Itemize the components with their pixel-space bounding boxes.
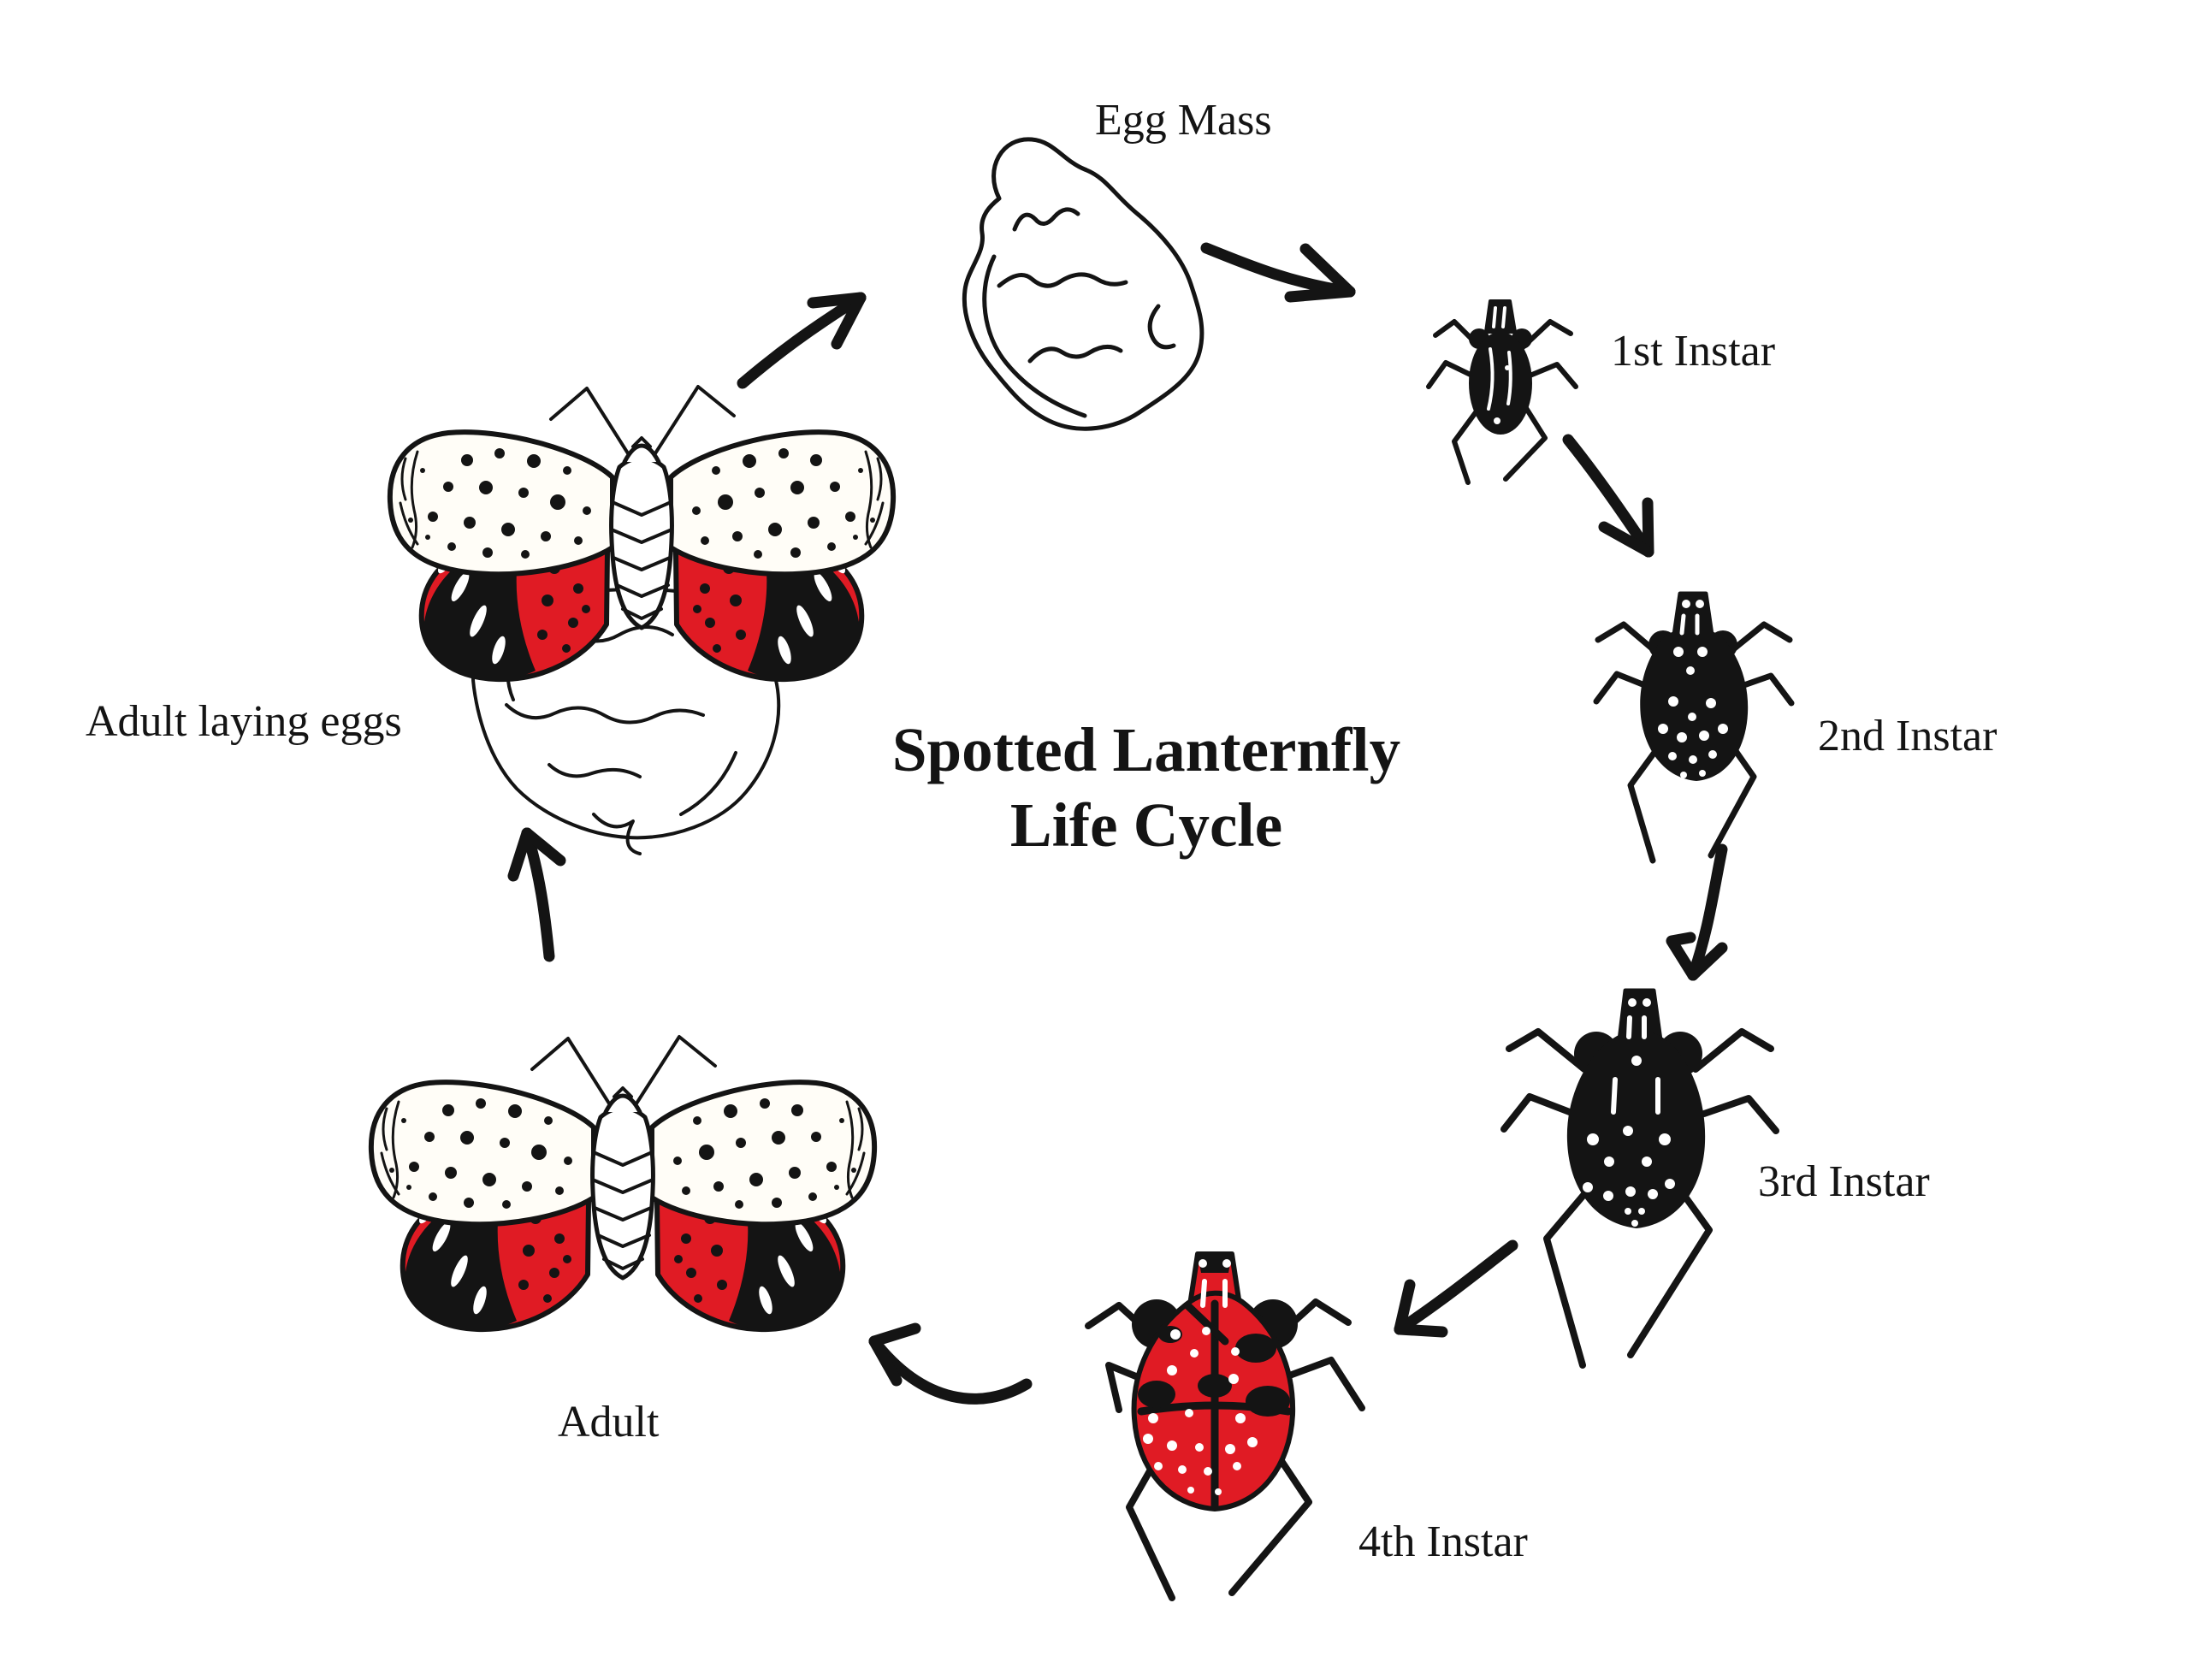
adult-body	[590, 1086, 655, 1281]
egg-mass-illustration	[962, 137, 1204, 431]
label-1st-instar: 1st Instar	[1611, 327, 1776, 376]
1st-instar-illustration	[1426, 299, 1578, 485]
label-adult-laying-eggs: Adult laying eggs	[86, 697, 402, 746]
arrow-2nd-to-3rd-instar	[1666, 843, 1728, 981]
4th-instar-body	[1131, 1251, 1298, 1511]
adult-forewing-left-texture	[380, 1100, 400, 1199]
arrow-eggmass-to-1st-instar	[1200, 242, 1356, 303]
3rd-instar-spots	[1583, 998, 1675, 1227]
3rd-instar-illustration	[1500, 988, 1779, 1369]
arrow-4th-instar-to-adult	[868, 1322, 1033, 1405]
label-2nd-instar: 2nd Instar	[1818, 712, 1998, 760]
label-egg-mass: Egg Mass	[1095, 96, 1272, 145]
adult-body-segments	[593, 1086, 653, 1270]
4th-instar-illustration	[1085, 1251, 1365, 1601]
adult-illustration	[368, 1035, 878, 1333]
4th-instar-spots	[1143, 1259, 1258, 1495]
label-adult: Adult	[558, 1398, 660, 1446]
1st-instar-highlights	[1487, 306, 1512, 411]
adult-antennae	[530, 1035, 717, 1105]
adult-forewing-right-texture	[845, 1100, 866, 1199]
arrow-3rd-to-4th-instar	[1394, 1239, 1518, 1338]
3rd-instar-body	[1566, 988, 1706, 1228]
egg-mass-squiggles	[997, 207, 1176, 364]
page-title-line1: Spotted Lanternfly	[891, 715, 1401, 784]
2nd-instar-body	[1640, 591, 1749, 781]
3rd-instar-legs	[1500, 1028, 1779, 1369]
arrow-1st-to-2nd-instar	[1562, 434, 1654, 558]
page-title-line2: Life Cycle	[1009, 790, 1283, 860]
egg-mass-outline	[962, 137, 1204, 431]
4th-instar-highlights	[1200, 1279, 1228, 1308]
page-title: Spotted Lanternfly Life Cycle	[804, 713, 1489, 862]
adult-forewing-right	[649, 1080, 878, 1227]
1st-instar-body	[1469, 299, 1532, 435]
label-4th-instar: 4th Instar	[1358, 1517, 1528, 1566]
2nd-instar-spots	[1658, 600, 1728, 778]
adult-lanternfly-art	[368, 1035, 878, 1333]
label-3rd-instar: 3rd Instar	[1758, 1157, 1930, 1206]
2nd-instar-highlights	[1679, 613, 1700, 636]
adult-forewing-left	[368, 1080, 596, 1227]
arrow-adult-to-laying	[507, 827, 566, 962]
1st-instar-legs	[1426, 319, 1578, 485]
adult-forewing-right-spots	[673, 1098, 837, 1209]
3rd-instar-highlights	[1611, 1015, 1660, 1115]
arrow-laying-to-eggmass	[737, 292, 867, 389]
adult-laying-eggs-illustration	[359, 342, 924, 855]
adult-forewing-left-spots	[409, 1098, 572, 1209]
